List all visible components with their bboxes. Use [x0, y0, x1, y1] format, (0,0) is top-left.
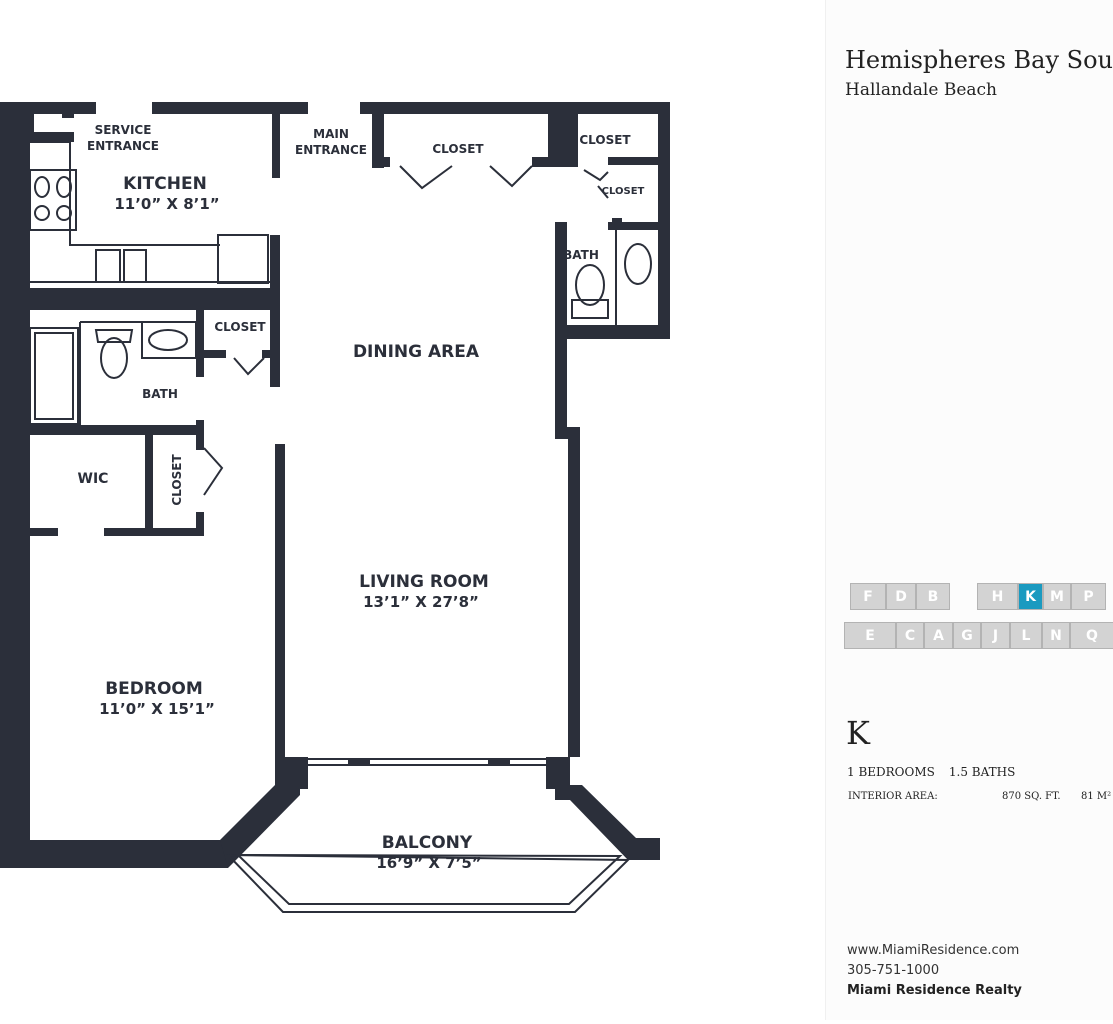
floor-plan-panel: SERVICE ENTRANCE MAIN ENTRANCE CLOSET CL…: [0, 102, 670, 913]
door-tracks: [348, 760, 510, 764]
main-entrance-label-2: ENTRANCE: [295, 143, 367, 157]
service-entrance-label-2: ENTRANCE: [87, 139, 159, 153]
living-room-label: LIVING ROOM: [359, 572, 489, 592]
fixtures: [29, 114, 652, 913]
wic-label: WIC: [78, 471, 109, 487]
unit-button-l[interactable]: L: [1010, 622, 1042, 649]
unit-title: K: [846, 714, 870, 752]
unit-button-m[interactable]: M: [1043, 583, 1071, 610]
closet-small-right-label: CLOSET: [602, 186, 645, 197]
main-entrance-label: MAIN: [313, 127, 349, 141]
interior-area-label: INTERIOR AREA:: [848, 791, 938, 802]
building-city: Hallandale Beach: [845, 80, 997, 100]
walls: [0, 102, 670, 868]
balcony-label: BALCONY: [382, 833, 473, 853]
unit-button-f[interactable]: F: [850, 583, 886, 610]
unit-button-c[interactable]: C: [896, 622, 924, 649]
unit-button-j[interactable]: J: [981, 622, 1010, 649]
living-room-dimensions: 13’1” X 27’8”: [363, 593, 479, 611]
interior-area-sqft: 870 SQ. FT.: [1002, 791, 1061, 802]
unit-button-p[interactable]: P: [1071, 583, 1106, 610]
interior-area-m2: 81 M²: [1081, 791, 1112, 802]
service-entrance-label: SERVICE: [95, 123, 152, 137]
unit-button-e[interactable]: E: [844, 622, 896, 649]
closet-top-label: CLOSET: [432, 142, 484, 156]
bath-left-label: BATH: [142, 387, 178, 401]
closet-vertical-label: CLOSET: [170, 454, 184, 506]
unit-button-g[interactable]: G: [953, 622, 981, 649]
unit-button-q[interactable]: Q: [1070, 622, 1113, 649]
closet-hall-label: CLOSET: [214, 320, 266, 334]
bedrooms-count: 1 BEDROOMS: [847, 765, 935, 779]
unit-button-b[interactable]: B: [916, 583, 950, 610]
bath-right-label: BATH: [563, 248, 599, 262]
unit-button-h[interactable]: H: [977, 583, 1018, 610]
company-name: Miami Residence Realty: [847, 983, 1022, 998]
building-name: Hemispheres Bay South: [845, 46, 1113, 74]
kitchen-label: KITCHEN: [123, 174, 207, 194]
website-link[interactable]: www.MiamiResidence.com: [847, 943, 1020, 958]
unit-info-sidebar: Hemispheres Bay South Hallandale Beach F…: [825, 0, 1113, 1020]
baths-count: 1.5 BATHS: [948, 765, 1016, 779]
unit-button-a[interactable]: A: [924, 622, 953, 649]
bedroom-label: BEDROOM: [105, 679, 203, 699]
balcony-dimensions: 16’9” X 7’5”: [376, 854, 481, 872]
closet-top-right-label: CLOSET: [579, 133, 631, 147]
phone-number[interactable]: 305-751-1000: [847, 963, 940, 978]
unit-button-n[interactable]: N: [1042, 622, 1070, 649]
floor-plan-diagram: SERVICE ENTRANCE MAIN ENTRANCE CLOSET CL…: [0, 102, 670, 913]
bed-bath-summary: 1 BEDROOMS 1.5 BATHS: [847, 765, 1029, 779]
bedroom-dimensions: 11’0” X 15’1”: [99, 700, 215, 718]
kitchen-dimensions: 11’0” X 8’1”: [114, 195, 219, 213]
unit-button-d[interactable]: D: [886, 583, 916, 610]
unit-button-k[interactable]: K: [1018, 583, 1043, 610]
dining-area-label: DINING AREA: [353, 342, 480, 362]
